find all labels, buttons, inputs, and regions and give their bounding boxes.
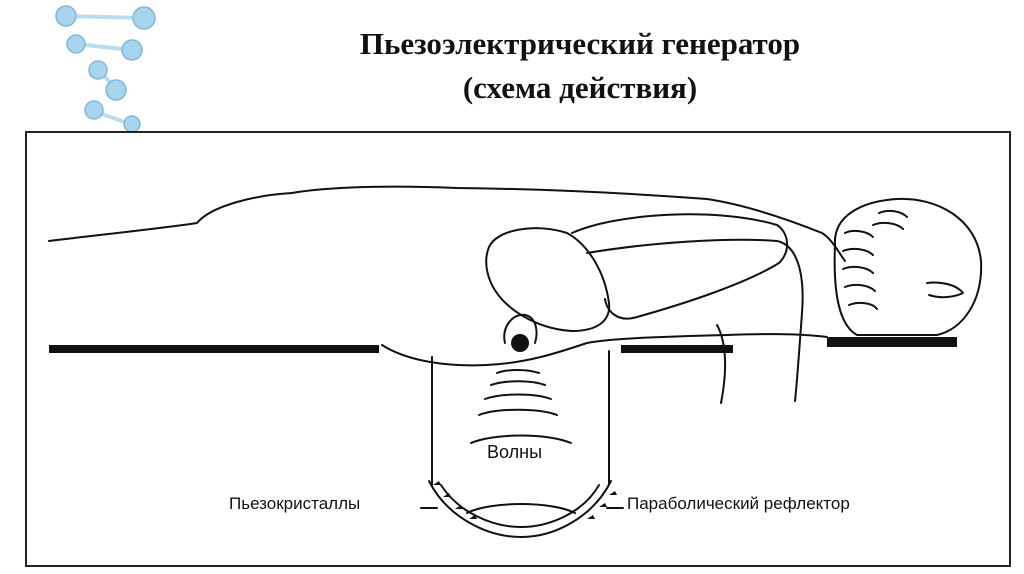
spine-line <box>586 238 804 402</box>
table-right <box>827 337 957 347</box>
molecule-decoration-icon <box>55 5 156 147</box>
patient-head <box>833 197 983 336</box>
reflector-inner-arc <box>466 503 576 514</box>
wave-1 <box>496 369 540 374</box>
stone-pocket <box>503 313 538 344</box>
table-middle <box>621 345 733 353</box>
diagram-frame: Волны Пьезокристаллы Параболический рефл… <box>25 131 1011 567</box>
slide-title: Пьезоэлектрический генератор (схема дейс… <box>200 22 960 110</box>
kidney-stone <box>511 334 529 352</box>
back-contour <box>716 324 727 404</box>
liver-shape <box>571 213 788 320</box>
kidney-shape <box>485 227 611 332</box>
reflector-outer <box>428 480 612 538</box>
patient-body-outline <box>48 185 846 262</box>
title-line-2: (схема действия) <box>462 70 698 105</box>
patient-lower-contour <box>381 333 828 367</box>
wave-3 <box>484 393 552 400</box>
piezocrystals-label: Пьезокристаллы <box>229 494 361 513</box>
wave-5 <box>470 434 572 444</box>
waves-label: Волны <box>487 442 543 462</box>
ear <box>926 281 964 299</box>
lithotripsy-diagram <box>48 185 983 538</box>
hair-lines <box>842 209 908 310</box>
table-left <box>49 345 379 353</box>
parabolic-reflector-label: Параболический рефлектор <box>627 494 850 513</box>
title-line-1: Пьезоэлектрический генератор <box>359 26 801 61</box>
wave-4 <box>478 408 558 416</box>
piezo-crystal-hatch <box>433 481 617 519</box>
wave-2 <box>490 380 546 386</box>
